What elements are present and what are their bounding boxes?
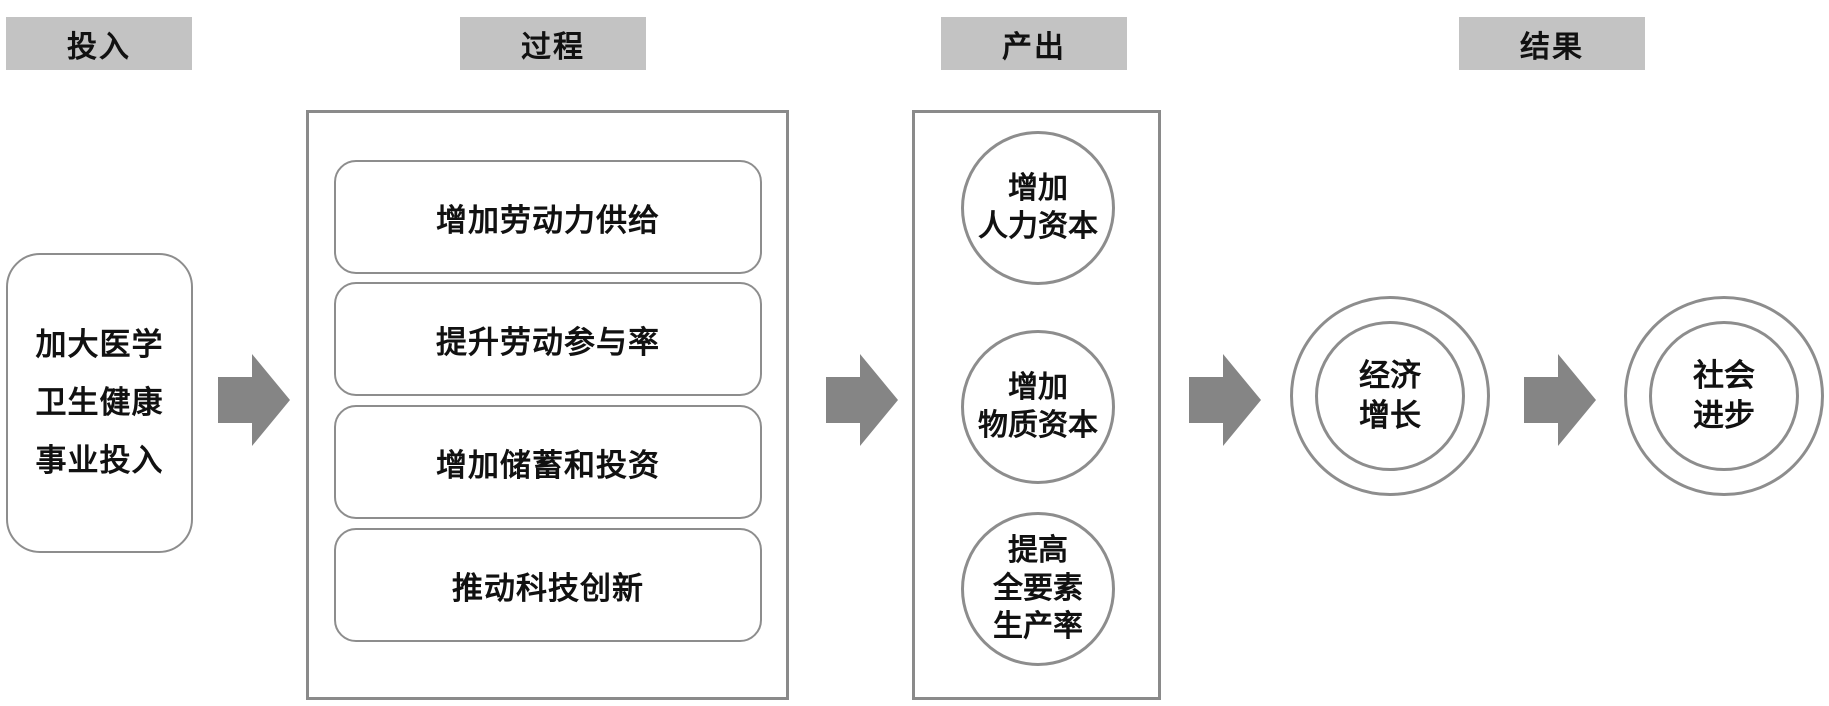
process-item: 增加劳动力供给 [334,160,762,274]
result-circle: 经济 增长 [1315,321,1465,471]
process-item: 增加储蓄和投资 [334,405,762,519]
right-arrow-icon [826,354,898,446]
output-line: 人力资本 [978,209,1098,244]
output-line: 提高 [1008,533,1068,568]
result-line: 社会 [1693,358,1755,394]
header-input: 投入 [6,17,192,70]
output-line: 物质资本 [978,408,1098,443]
right-arrow-icon [1524,354,1596,446]
input-line: 卫生健康 [35,385,164,421]
process-item: 推动科技创新 [334,528,762,642]
input-box: 加大医学 卫生健康 事业投入 [6,253,193,553]
process-item: 提升劳动参与率 [334,282,762,396]
output-line: 增加 [1008,171,1068,206]
output-line: 生产率 [993,609,1083,644]
input-line: 加大医学 [35,327,164,363]
right-arrow-icon [1189,354,1261,446]
header-result: 结果 [1459,17,1645,70]
result-line: 经济 [1359,358,1421,394]
output-line: 全要素 [993,571,1083,606]
result-line: 进步 [1693,398,1755,434]
right-arrow-icon [218,354,290,446]
header-output: 产出 [941,17,1127,70]
output-line: 增加 [1008,370,1068,405]
output-circle: 增加 人力资本 [961,131,1115,285]
result-circle: 社会 进步 [1649,321,1799,471]
input-line: 事业投入 [35,443,164,479]
result-outer-ring [1290,296,1490,496]
output-circle: 提高 全要素 生产率 [961,512,1115,666]
result-line: 增长 [1359,398,1421,434]
header-process: 过程 [460,17,646,70]
result-outer-ring [1624,296,1824,496]
output-circle: 增加 物质资本 [961,330,1115,484]
